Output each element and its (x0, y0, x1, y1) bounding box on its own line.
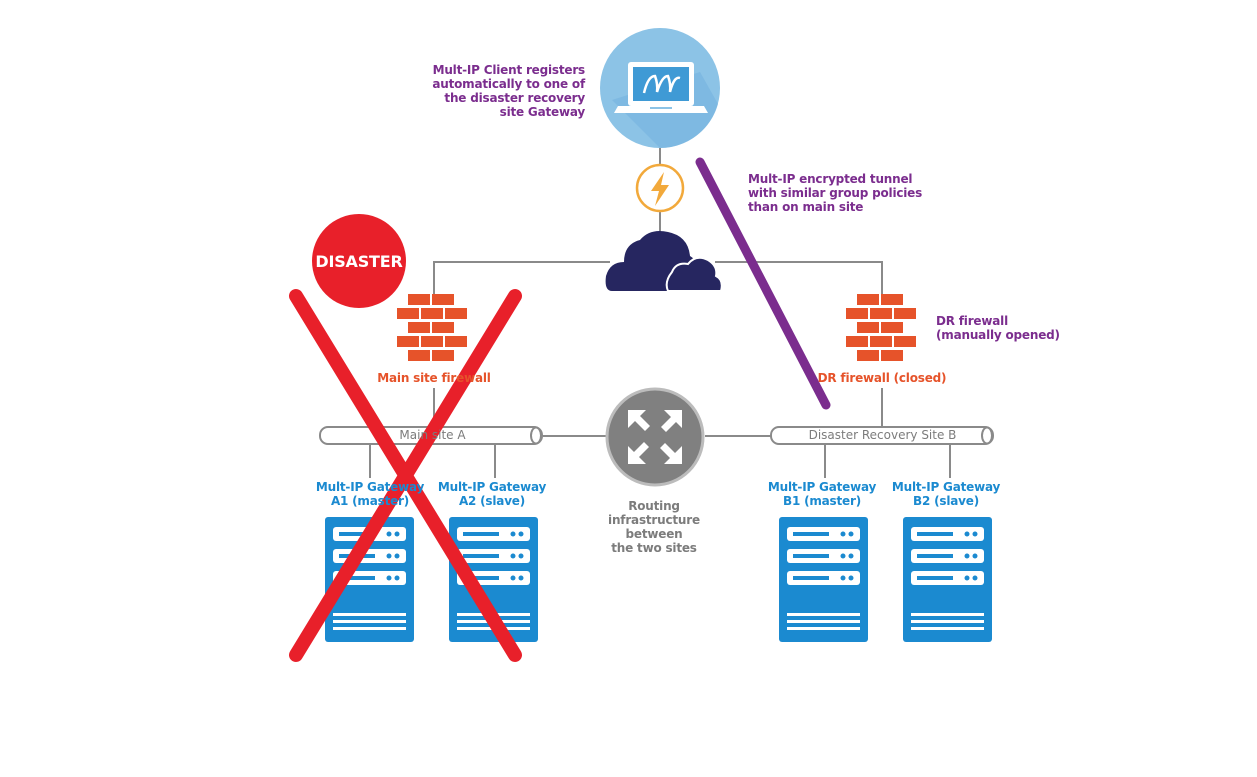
main-site-pipe-label: Main site A (399, 428, 466, 442)
client-note-line: the disaster recovery (444, 91, 585, 105)
lightning-icon (635, 163, 685, 213)
dr-firewall-note: DR firewall (manually opened) (936, 314, 1076, 342)
server-icon (903, 517, 992, 642)
gateway-label-line: B2 (slave) (913, 494, 979, 508)
client-note-line: Mult-IP Client registers (432, 63, 586, 77)
disaster-badge (312, 214, 406, 308)
router-icon (605, 387, 705, 487)
client-note: Mult-IP Client registers automatically t… (420, 63, 585, 119)
dr-firewall-label: DR firewall (closed) (817, 371, 947, 385)
laptop-icon (600, 28, 720, 149)
dr-site-pipe (770, 426, 994, 445)
gateway-label-line: A1 (master) (330, 494, 410, 508)
firewall-icon (846, 294, 916, 361)
gateway-label-line: Mult-IP Gateway (437, 480, 547, 494)
tunnel-note-line: than on main site (748, 200, 864, 214)
tunnel-note: Mult-IP encrypted tunnel with similar gr… (748, 172, 938, 214)
gateway-label-line: A2 (slave) (458, 494, 526, 508)
gateway-label-line: Mult-IP Gateway (767, 480, 877, 494)
gateway-label-line: Mult-IP Gateway (891, 480, 1001, 494)
server-icon (449, 517, 538, 642)
dr-firewall-note-line: DR firewall (936, 314, 1008, 328)
gateway-label-line: B1 (master) (783, 494, 861, 508)
cross-out-icon (289, 289, 522, 662)
gateway-label-line: Mult-IP Gateway (315, 480, 425, 494)
routing-label-line: the two sites (611, 541, 697, 555)
gateway-b2-label: Mult-IP Gateway B2 (slave) (886, 480, 1006, 508)
gateway-b1-label: Mult-IP Gateway B1 (master) (762, 480, 882, 508)
gateway-a2-label: Mult-IP Gateway A2 (slave) (432, 480, 552, 508)
routing-label-line: infrastructure between (608, 513, 700, 541)
firewall-icon (397, 294, 467, 361)
main-site-firewall-label: Main site firewall (377, 371, 491, 385)
disaster-label: DISASTER (315, 252, 403, 271)
tunnel-note-line: with similar group policies (748, 186, 923, 200)
routing-label-line: Routing (628, 499, 680, 513)
client-note-line: site Gateway (499, 105, 586, 119)
dr-firewall-note-line: (manually opened) (936, 328, 1060, 342)
routing-label: Routing infrastructure between the two s… (578, 499, 730, 555)
connector-lines (369, 148, 951, 478)
server-icon (779, 517, 868, 642)
dr-site-pipe-label: Disaster Recovery Site B (808, 428, 957, 442)
client-note-line: automatically to one of (432, 77, 585, 91)
gateway-a1-label: Mult-IP Gateway A1 (master) (310, 480, 430, 508)
server-icon (325, 517, 414, 642)
cloud-icon (605, 231, 723, 292)
encrypted-tunnel-line (695, 157, 831, 410)
tunnel-note-line: Mult-IP encrypted tunnel (748, 172, 913, 186)
